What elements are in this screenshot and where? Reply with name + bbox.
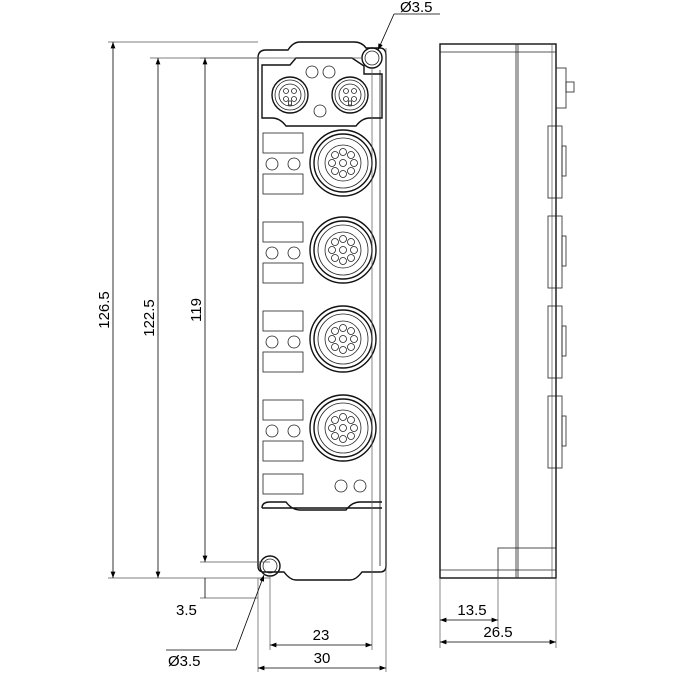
led-indicator <box>322 65 336 79</box>
dim-width: 30 <box>314 650 331 667</box>
dim-depth: 26.5 <box>483 624 512 641</box>
m12-connector <box>309 394 377 462</box>
label-slot-group <box>262 221 304 284</box>
led-indicator <box>305 65 319 79</box>
dim-hole-bottom: Ø3.5 <box>168 653 201 670</box>
dimension-lines <box>108 41 557 672</box>
m12-connector <box>309 305 377 373</box>
front-view <box>257 41 387 581</box>
dim-overall-height: 126.5 <box>96 291 113 329</box>
m12-connector <box>309 216 377 284</box>
label-slot-group <box>262 399 304 462</box>
label-slot-group <box>262 310 304 373</box>
dim-body-height: 122.5 <box>141 299 158 337</box>
dim-side-partial-depth: 13.5 <box>457 602 486 619</box>
dim-hole-spacing-horizontal: 23 <box>313 627 330 644</box>
dim-hole-spacing-vertical: 119 <box>188 298 205 322</box>
m8-connector <box>271 76 309 114</box>
dim-hole-top: Ø3.5 <box>400 0 433 16</box>
dim-hole-offset: 3.5 <box>176 602 197 619</box>
m8-connector <box>331 76 369 114</box>
label-slot-group <box>262 132 304 195</box>
led-indicator <box>313 104 327 118</box>
m12-connector <box>309 129 377 197</box>
side-view <box>439 43 575 579</box>
